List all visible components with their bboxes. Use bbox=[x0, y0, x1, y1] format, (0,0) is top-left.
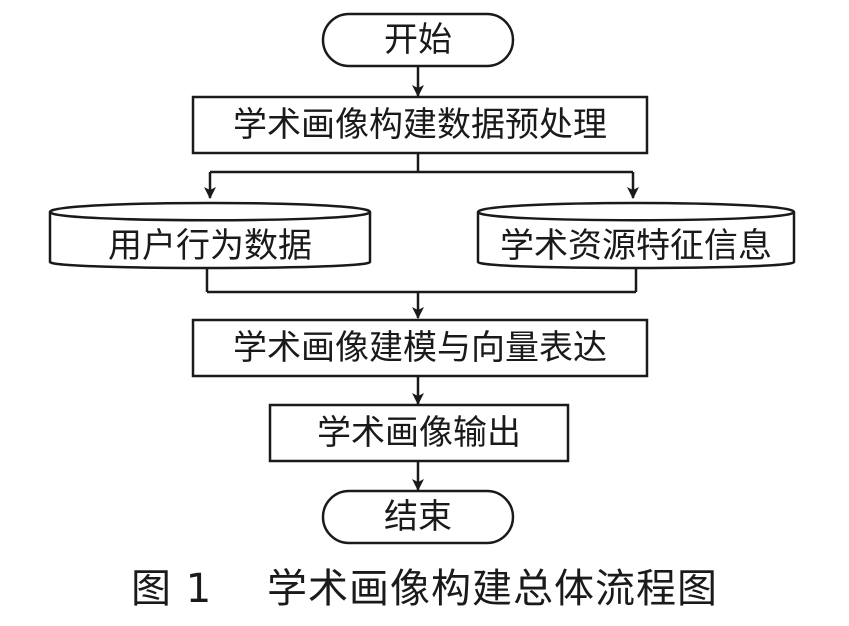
preprocess-node: 学术画像构建数据预处理 bbox=[191, 95, 649, 155]
academic-resource-label: 学术资源特征信息 bbox=[500, 226, 772, 266]
modeling-node: 学术画像建模与向量表达 bbox=[191, 318, 649, 378]
start-node: 开始 bbox=[321, 12, 515, 68]
merge-connector bbox=[205, 268, 638, 319]
end-label: 结束 bbox=[384, 497, 452, 537]
output-label: 学术画像输出 bbox=[317, 413, 521, 453]
academic-resource-datastore: 学术资源特征信息 bbox=[476, 201, 796, 270]
preprocess-label: 学术画像构建数据预处理 bbox=[233, 105, 607, 145]
caption-title: 学术画像构建总体流程图 bbox=[267, 566, 719, 612]
user-behavior-label: 用户行为数据 bbox=[108, 226, 312, 266]
figure-caption: 图 1 学术画像构建总体流程图 bbox=[0, 556, 849, 614]
output-node: 学术画像输出 bbox=[268, 403, 570, 463]
end-node: 结束 bbox=[321, 489, 515, 545]
modeling-label: 学术画像建模与向量表达 bbox=[233, 328, 607, 368]
start-label: 开始 bbox=[384, 20, 452, 60]
caption-label: 图 1 bbox=[130, 566, 213, 612]
user-behavior-datastore: 用户行为数据 bbox=[48, 201, 372, 270]
split-connector bbox=[204, 153, 639, 199]
flowchart: 开始 学术画像构建数据预处理 用户行为数据 学术资源特征信息 学术画像建模与向量… bbox=[48, 12, 796, 545]
